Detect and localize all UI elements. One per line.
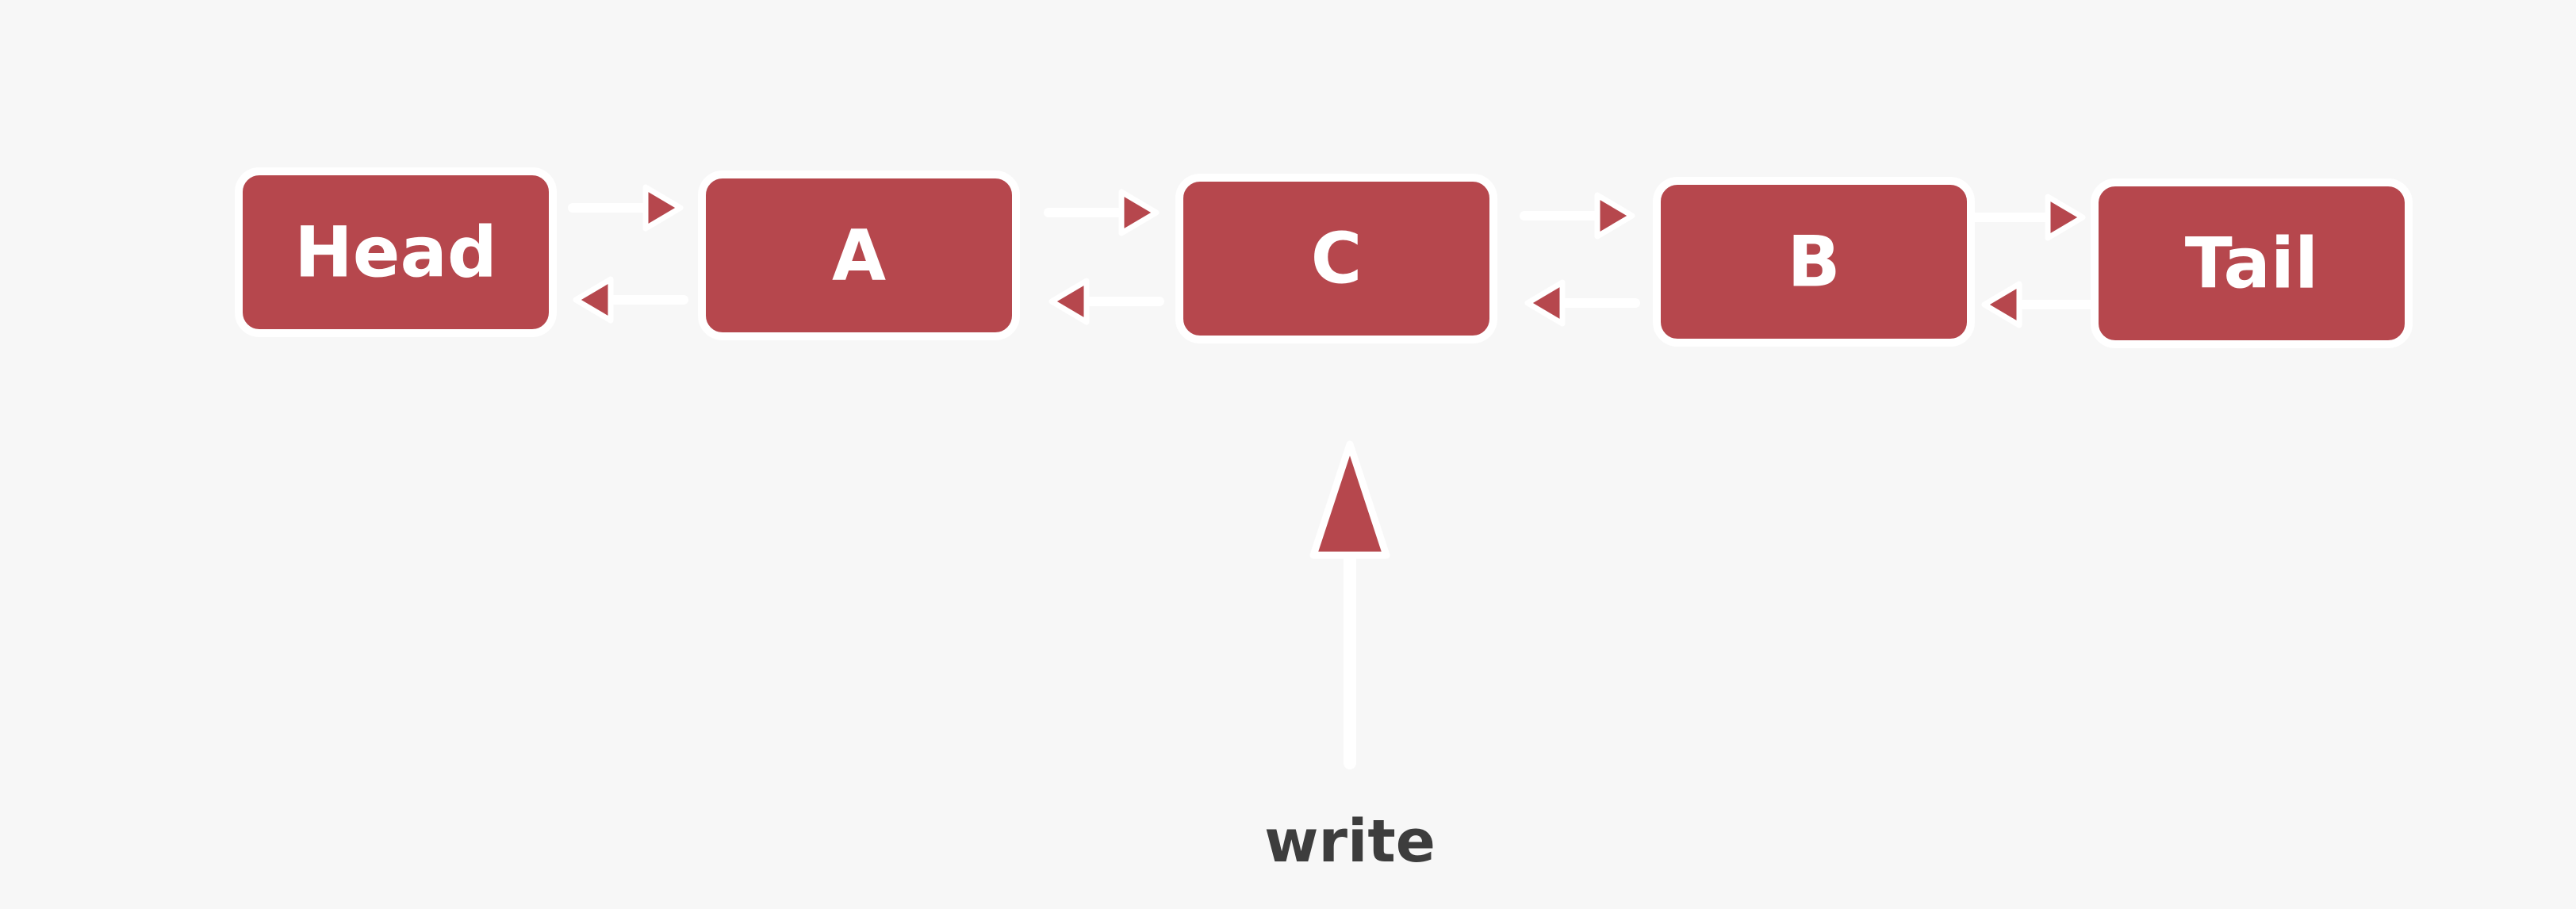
forward-arrow-icon [642,184,684,232]
forward-arrow-icon [1118,189,1160,236]
pointer-arrow-icon [1309,440,1390,559]
backward-arrow-icon [573,276,614,324]
node-b: B [1653,177,1975,347]
node-label: Tail [2185,223,2318,305]
backward-arrow-icon [1048,278,1090,325]
forward-arrow-icon [1594,192,1635,240]
node-label: A [832,215,886,297]
node-label: C [1311,218,1363,300]
node-label: Head [294,212,497,293]
links [568,184,2097,328]
forward-arrow-icon [2045,194,2086,241]
node-box [2091,178,2413,348]
node-box [698,171,1020,340]
backward-arrow-icon [1981,281,2022,328]
link-c-b [1520,192,1640,327]
node-tail: Tail [2091,178,2413,348]
link-a-c [1044,189,1164,325]
pointer-label: write [1264,807,1436,876]
node-a: A [698,171,1020,340]
node-c: C [1175,174,1497,343]
node-head: Head [235,167,557,337]
link-head-a [568,184,688,324]
link-b-tail [1970,194,2097,328]
write-pointer: write [1264,440,1436,876]
backward-arrow-icon [1524,279,1566,327]
node-box [235,167,557,337]
node-box [1175,174,1497,343]
node-box [1653,177,1975,347]
node-label: B [1787,221,1840,303]
nodes: Head A C B Tail [235,167,2413,348]
